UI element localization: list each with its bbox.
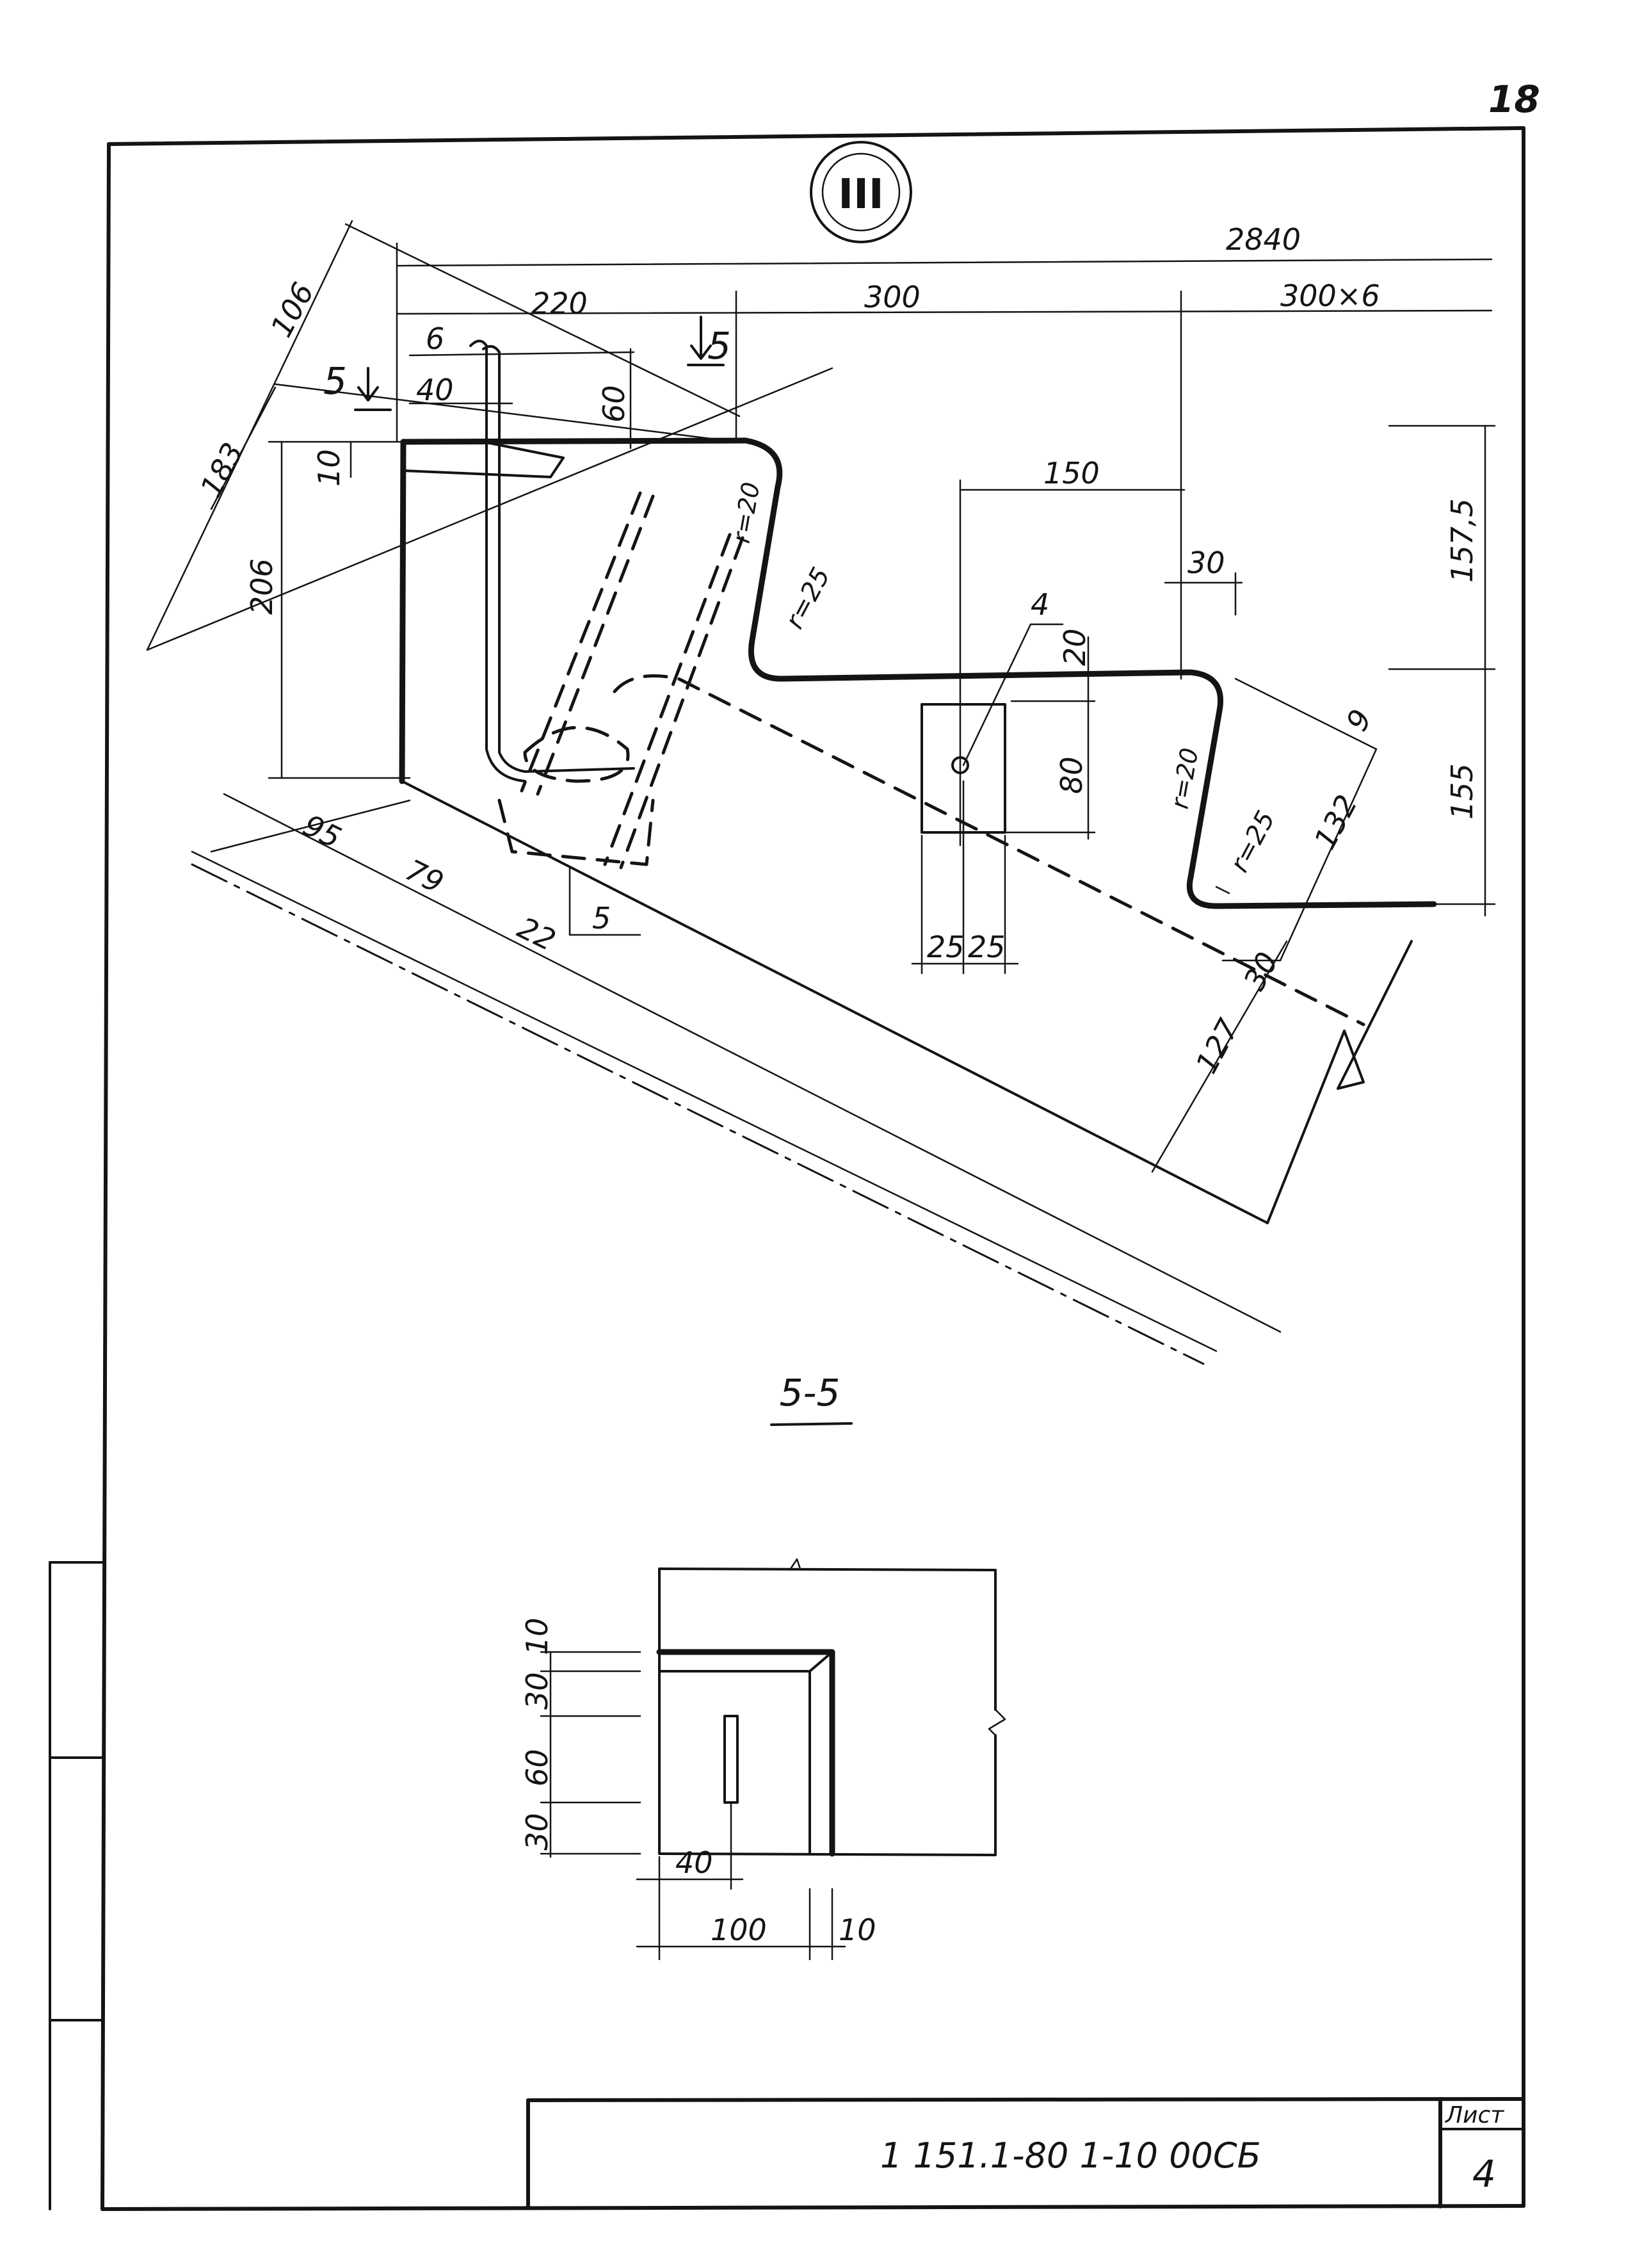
section-view bbox=[540, 1558, 1006, 1961]
dim-30-top: 30 bbox=[1187, 546, 1225, 580]
pos-5: 5 bbox=[592, 901, 611, 936]
dim-20: 20 bbox=[1058, 628, 1092, 666]
dim-6: 6 bbox=[426, 321, 444, 356]
dim-30-bottom: 30 bbox=[1237, 946, 1285, 996]
dim-150: 150 bbox=[1043, 456, 1100, 490]
sec-dim-10-bottom: 10 bbox=[839, 1913, 876, 1947]
section-cut-left: 5 bbox=[323, 359, 347, 403]
sec-dim-10: 10 bbox=[520, 1617, 554, 1655]
main-view-labels: 2840 220 300 300×6 106 183 206 10 5 5 6 … bbox=[193, 222, 1479, 1079]
main-view bbox=[146, 220, 1496, 1365]
dim-127: 127 bbox=[1189, 1013, 1246, 1079]
pos-4: 4 bbox=[1031, 587, 1049, 622]
dim-25-left: 25 bbox=[927, 930, 965, 964]
sec-dim-40: 40 bbox=[675, 1845, 713, 1880]
dim-9: 9 bbox=[1339, 704, 1378, 736]
dim-157-5: 157,5 bbox=[1445, 498, 1479, 583]
dim-183: 183 bbox=[193, 437, 250, 503]
sec-dim-30-bottom: 30 bbox=[520, 1813, 554, 1851]
dim-206: 206 bbox=[245, 558, 279, 615]
radius-25-right: r=25 bbox=[1225, 806, 1281, 877]
dim-106: 106 bbox=[264, 277, 321, 343]
dim-79: 79 bbox=[400, 852, 449, 900]
dim-95: 95 bbox=[298, 807, 346, 855]
dim-220: 220 bbox=[531, 286, 588, 321]
page-number: 18 bbox=[1488, 77, 1540, 121]
sheet-frame bbox=[49, 126, 1525, 2211]
section-view-labels: 10 30 60 30 40 100 10 bbox=[520, 1617, 876, 1947]
radius-20-right: r=20 bbox=[1166, 746, 1204, 811]
dim-300x6: 300×6 bbox=[1280, 279, 1380, 313]
dim-80: 80 bbox=[1054, 756, 1089, 794]
dim-22: 22 bbox=[512, 910, 561, 957]
dim-132: 132 bbox=[1307, 789, 1364, 855]
section-title: 5-5 bbox=[770, 1371, 853, 1426]
dim-155: 155 bbox=[1445, 763, 1479, 820]
sec-dim-60: 60 bbox=[520, 1749, 554, 1786]
dim-2840: 2840 bbox=[1226, 222, 1301, 257]
sec-dim-30-top: 30 bbox=[520, 1672, 554, 1710]
node-marker: III bbox=[810, 141, 912, 243]
title-block bbox=[526, 2097, 1525, 2210]
sec-dim-100: 100 bbox=[711, 1913, 767, 1947]
sheet-label: Лист bbox=[1444, 2102, 1504, 2128]
dim-60: 60 bbox=[597, 385, 631, 423]
section-cut-right: 5 bbox=[707, 324, 731, 368]
dim-25-right: 25 bbox=[968, 930, 1006, 964]
sheet-number: 4 bbox=[1472, 2152, 1496, 2196]
dim-40: 40 bbox=[416, 373, 454, 407]
dim-10: 10 bbox=[312, 449, 346, 487]
document-code: 1 151.1-80 1-10 00СБ bbox=[880, 2135, 1261, 2176]
node-marker-label: III bbox=[838, 171, 883, 218]
dim-300: 300 bbox=[864, 280, 921, 314]
section-label: 5-5 bbox=[780, 1371, 841, 1414]
radius-25-top: r=25 bbox=[780, 563, 836, 634]
radius-20-top: r=20 bbox=[727, 480, 766, 546]
